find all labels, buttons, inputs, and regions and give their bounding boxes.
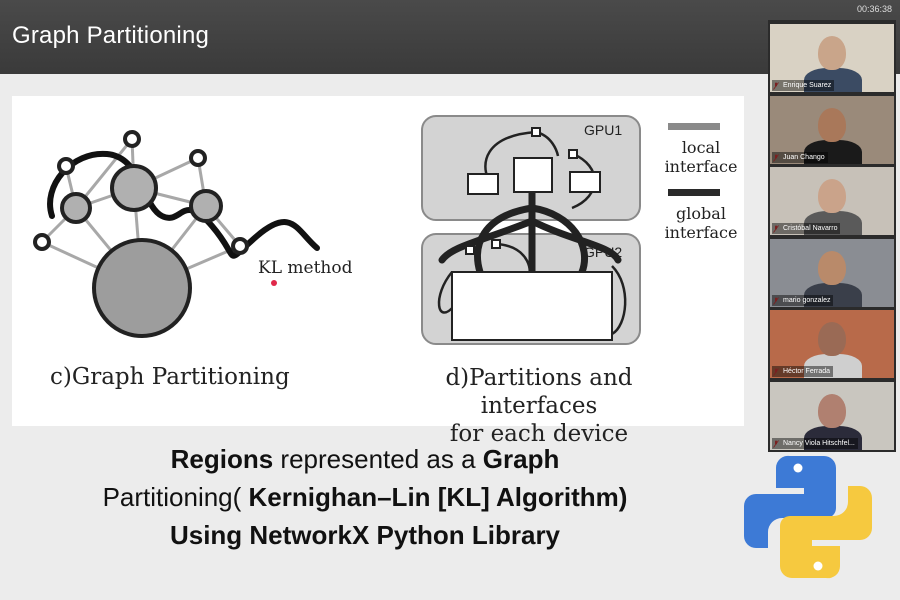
mic-muted-icon xyxy=(773,82,779,90)
participant-face xyxy=(818,107,846,142)
body-plain-text: represented as a xyxy=(273,444,483,474)
graph-node-small xyxy=(189,149,207,167)
python-logo-yellow xyxy=(780,486,872,579)
kl-cut-line xyxy=(47,150,320,259)
mic-muted-icon xyxy=(773,368,779,376)
python-logo xyxy=(744,455,872,579)
python-logo-blue xyxy=(744,455,836,548)
graph-node-large xyxy=(92,238,192,338)
body-line-2: Partitioning( Kernighan–Lin [KL] Algorit… xyxy=(20,478,710,516)
legend-local-line2: interface xyxy=(664,157,738,176)
participant-name: Cristóbal Navarro xyxy=(772,223,841,234)
participant-face xyxy=(818,250,846,285)
participant-face xyxy=(818,179,846,213)
body-bold-regions: Regions xyxy=(170,444,274,474)
caption-partitions: d)Partitions and interfaces for each dev… xyxy=(384,364,694,448)
legend-global-label: global interface xyxy=(656,204,746,242)
mic-muted-icon xyxy=(773,439,779,448)
participant-tile[interactable]: Héctor Ferrada xyxy=(770,310,894,378)
kl-method-label: KL method xyxy=(258,258,353,278)
gpu2-block xyxy=(451,271,613,341)
graph-node xyxy=(60,192,92,224)
mic-muted-icon xyxy=(773,225,779,233)
body-bold-networkx: Using NetworkX Python Library xyxy=(169,520,561,550)
body-plain-partitioning: Partitioning( xyxy=(102,482,249,512)
participant-name: mario gonzalez xyxy=(772,294,834,306)
participant-body xyxy=(804,68,862,92)
participant-face xyxy=(818,36,846,70)
participant-face xyxy=(818,393,846,428)
legend-local-line1: local xyxy=(681,138,721,157)
slide-figure: KL method GPU1 GPU2 local interface glob… xyxy=(12,96,746,447)
graph-node-small xyxy=(123,130,141,148)
top-bar: Graph Partitioning 00:36:38 xyxy=(0,0,900,74)
gpu1-block-right xyxy=(569,171,601,193)
mic-muted-icon xyxy=(773,153,779,162)
participant-body xyxy=(804,211,862,235)
participant-name: Juan Chango xyxy=(772,151,828,163)
body-bold-kl: Kernighan–Lin [KL] Algorithm) xyxy=(248,482,628,512)
legend-local-label: local interface xyxy=(656,138,746,176)
participant-name: Enrique Suarez xyxy=(772,80,835,91)
mic-muted-icon xyxy=(773,296,779,305)
caption-partitions-line1: d)Partitions and interfaces xyxy=(445,365,633,419)
graph-node xyxy=(110,164,158,212)
graph-node-small xyxy=(33,233,51,251)
graph-partitioning-diagram xyxy=(33,115,720,345)
legend-global-line2: interface xyxy=(664,223,738,242)
slide-body-text: Regions represented as a Graph Partition… xyxy=(20,440,710,554)
participant-tile[interactable]: Juan Chango xyxy=(770,95,894,164)
participant-tile[interactable]: Cristóbal Navarro xyxy=(770,167,894,235)
meeting-timer: 00:36:38 xyxy=(856,4,892,14)
graph-node-small xyxy=(231,237,249,255)
gpu2-label: GPU2 xyxy=(584,244,623,260)
participant-tile[interactable]: Enrique Suarez xyxy=(770,24,894,92)
body-line-1: Regions represented as a Graph xyxy=(20,440,710,478)
legend-global-bar xyxy=(668,189,720,196)
participant-body xyxy=(804,354,862,378)
participant-body xyxy=(804,425,862,450)
graph-node xyxy=(189,189,223,223)
gpu1-block-left xyxy=(467,173,499,195)
participant-name: Nancy Viola Hitschfel... xyxy=(772,437,858,449)
participant-body xyxy=(804,282,862,307)
participant-tile[interactable]: mario gonzalez xyxy=(770,238,894,307)
legend-global-line1: global xyxy=(676,204,726,223)
gpu1-block-center xyxy=(513,157,553,193)
pointer-dot xyxy=(271,280,277,286)
caption-partitions-line2: for each device xyxy=(449,421,629,447)
caption-graph-partitioning: c)Graph Partitioning xyxy=(50,364,290,390)
gpu1-label: GPU1 xyxy=(584,122,623,138)
participant-name: Héctor Ferrada xyxy=(772,366,834,377)
slide-title: Graph Partitioning xyxy=(12,22,210,49)
participant-body xyxy=(804,139,862,164)
body-bold-graph: Graph xyxy=(482,444,560,474)
participant-face xyxy=(818,322,846,356)
participant-tile[interactable]: Nancy Viola Hitschfel... xyxy=(770,381,894,450)
legend-local-bar xyxy=(668,123,720,130)
body-line-3: Using NetworkX Python Library xyxy=(20,516,710,554)
graph-node-small xyxy=(57,157,75,175)
